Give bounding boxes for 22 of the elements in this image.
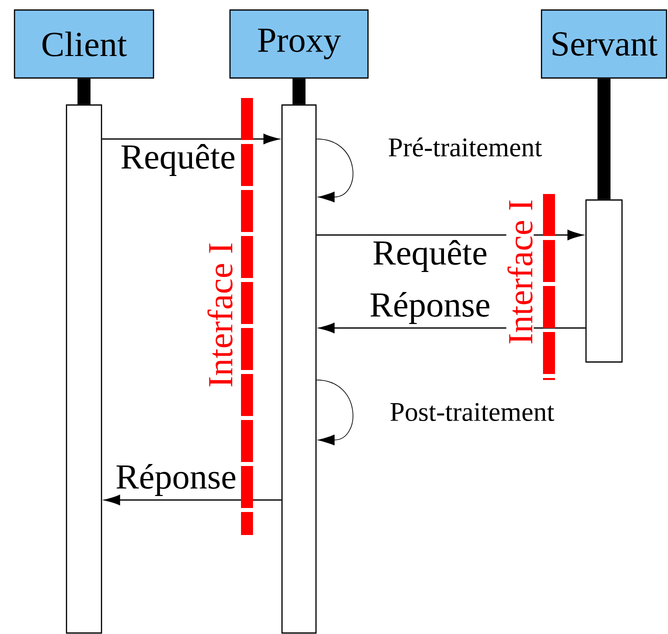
edge-label: Réponse: [370, 292, 490, 324]
activation-bar: [66, 104, 102, 634]
edge-label: Réponse: [116, 464, 236, 496]
edge-label: Requête: [121, 144, 234, 176]
message-arrow: [104, 494, 282, 506]
activation-bar: [585, 199, 623, 363]
interface-label: Interface I: [506, 198, 534, 346]
message-arrow: [102, 134, 280, 144]
edge-label: Pré-traitement: [388, 138, 542, 156]
message-arrow: [318, 322, 586, 334]
lifeline-header: Servant: [540, 9, 668, 79]
lifeline-stem: [292, 78, 306, 104]
interface-label: Interface I: [206, 241, 234, 389]
lifeline-header: Proxy: [229, 9, 369, 79]
lifeline-header: Client: [14, 9, 154, 79]
lifeline-stem: [598, 78, 610, 200]
edge-label: Post-traitement: [390, 402, 554, 422]
self-call-arrow: [316, 380, 354, 446]
activation-bar: [281, 104, 317, 634]
lifeline-stem: [78, 78, 90, 104]
edge-label: Requête: [373, 240, 486, 272]
self-call-arrow: [316, 138, 354, 202]
